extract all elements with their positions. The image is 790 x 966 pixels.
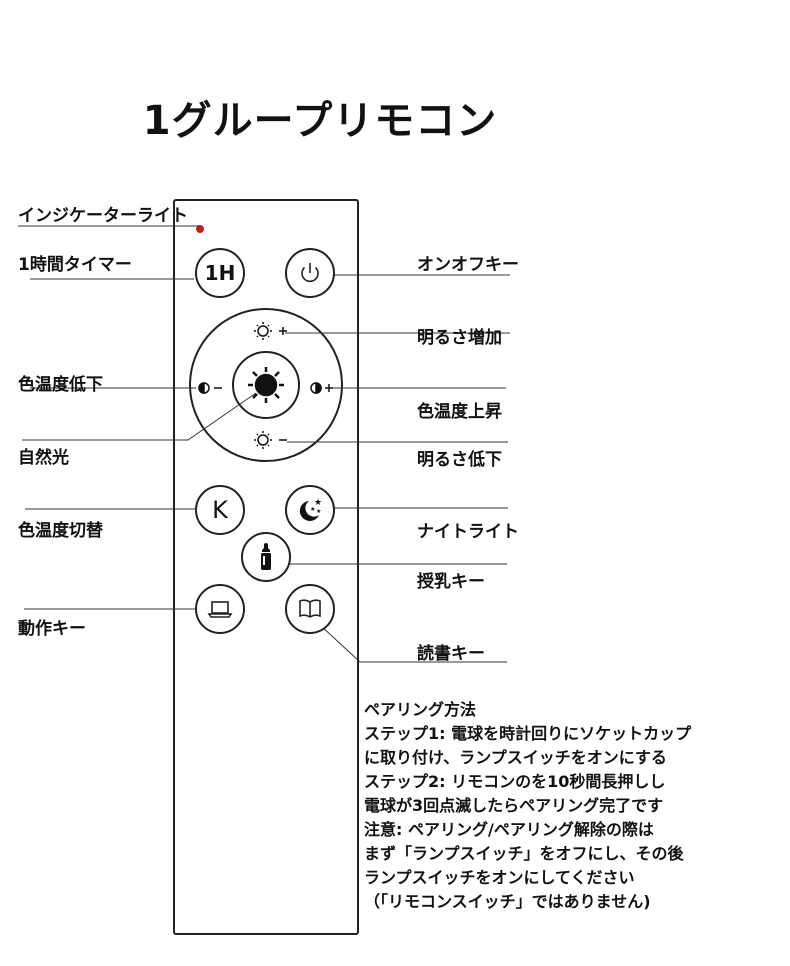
pairing-instructions: ペアリング方法 ステップ1: 電球を時計回りにソケットカップ に取り付け、ランプ… — [364, 698, 784, 914]
power-button[interactable] — [285, 248, 335, 298]
svg-text:★: ★ — [314, 498, 322, 508]
label-natural-light: 自然光 — [18, 448, 69, 468]
night-light-button[interactable]: ★ ★ ★ — [285, 485, 335, 535]
laptop-icon — [207, 601, 233, 618]
label-night-light: ナイトライト — [417, 522, 519, 542]
feeding-button[interactable] — [241, 532, 291, 582]
pairing-heading: ペアリング方法 — [364, 700, 477, 719]
label-color-temp-down: 色温度低下 — [18, 375, 103, 395]
label-indicator: インジケーターライト — [18, 206, 188, 226]
timer-button[interactable]: 1H — [195, 248, 245, 298]
label-on-off: オンオフキー — [417, 255, 519, 275]
color-temp-down-icon — [198, 382, 222, 394]
pairing-line: ランプスイッチをオンにしてください — [364, 868, 635, 887]
pairing-line: ステップ1: 電球を時計回りにソケットカップ — [364, 724, 692, 743]
k-button-label: K — [212, 496, 228, 524]
pairing-line: まず「ランプスイッチ」をオフにし、その後 — [364, 844, 684, 863]
svg-text:★: ★ — [316, 508, 321, 515]
pairing-line: ステップ2: リモコンのを10秒間長押しし — [364, 772, 666, 791]
label-brightness-down: 明るさ低下 — [417, 450, 502, 470]
svg-text:★: ★ — [310, 506, 315, 513]
bottle-icon — [261, 543, 271, 570]
label-feeding-key: 授乳キー — [417, 572, 485, 592]
page-title: 1グループリモコン — [142, 98, 498, 144]
label-reading-key: 読書キー — [417, 644, 485, 664]
brightness-up-icon — [254, 322, 287, 340]
power-icon — [301, 263, 319, 283]
pairing-line: 注意: ペアリング/ペアリング解除の際は — [364, 820, 654, 839]
label-timer: 1時間タイマー — [18, 255, 132, 275]
brightness-down-icon — [254, 431, 287, 449]
color-temp-switch-button[interactable]: K — [195, 485, 245, 535]
pairing-line: （「リモコンスイッチ」ではありません) — [364, 892, 651, 911]
pairing-line: 電球が3回点滅したらペアリング完了です — [364, 796, 664, 815]
label-brightness-up: 明るさ増加 — [417, 328, 502, 348]
color-temp-up-icon — [310, 382, 333, 394]
timer-button-label: 1H — [204, 261, 236, 285]
natural-light-icon — [248, 367, 284, 403]
label-action-key: 動作キー — [18, 619, 86, 639]
action-button[interactable] — [195, 584, 245, 634]
leader-lines — [18, 225, 510, 663]
moon-star-icon: ★ ★ ★ — [299, 498, 322, 521]
indicator-led — [196, 225, 204, 233]
pairing-line: に取り付け、ランプスイッチをオンにする — [364, 748, 667, 767]
book-icon — [299, 599, 321, 618]
reading-button[interactable] — [285, 584, 335, 634]
label-color-temp-up: 色温度上昇 — [417, 402, 502, 422]
label-color-temp-switch: 色温度切替 — [18, 521, 103, 541]
